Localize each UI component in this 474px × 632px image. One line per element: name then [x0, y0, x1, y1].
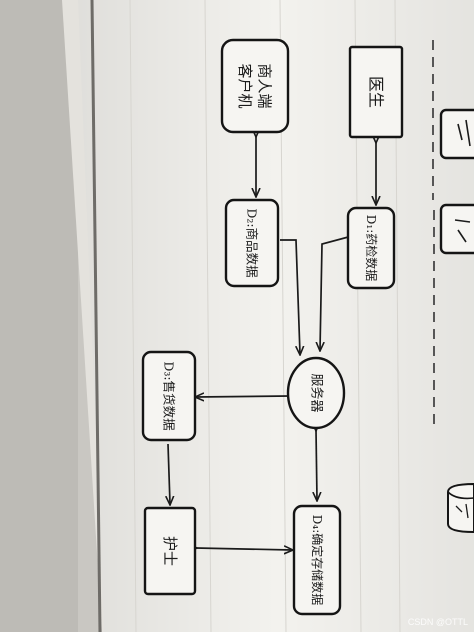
nurse-label: 护士	[161, 536, 179, 566]
arrow-server-d4	[316, 430, 317, 500]
arrow-d3-nurse	[168, 443, 170, 504]
arrow-nurse-d4	[196, 548, 292, 550]
arrow-d2-server	[280, 239, 300, 354]
arrow-d1-server	[320, 235, 353, 350]
node-d3-sales-data: D₃:售货数据	[141, 350, 197, 442]
partial-shapes-right	[439, 108, 474, 534]
node-server: 服务器	[286, 356, 346, 430]
node-d4-storage-data: D₄:确定存储数据	[292, 504, 342, 616]
d4-label: D₄:确定存储数据	[310, 515, 325, 605]
arrow-server-d3	[196, 396, 291, 397]
d3-label: D₃:售货数据	[162, 361, 177, 430]
doctor-label: 医生	[367, 76, 386, 108]
server-label: 服务器	[309, 373, 325, 412]
paper-edge	[90, 0, 102, 632]
node-doctor: 医生	[348, 45, 404, 139]
node-d1-drugcheck-data: D₁:药检数据	[346, 206, 396, 290]
d1-label: D₁:药检数据	[364, 215, 379, 281]
boundary-dashed-line	[432, 40, 435, 430]
node-d2-product-data: D₂:商品数据	[224, 198, 280, 288]
d2-label: D₂:商品数据	[245, 208, 260, 277]
merchant-label: 商人端客户机	[236, 63, 274, 108]
node-nurse: 护士	[143, 506, 197, 596]
connectors	[168, 136, 376, 550]
node-merchant-client: 商人端客户机	[220, 38, 290, 134]
table-surface	[0, 0, 78, 632]
watermark: CSDN @OTTL	[408, 617, 468, 627]
